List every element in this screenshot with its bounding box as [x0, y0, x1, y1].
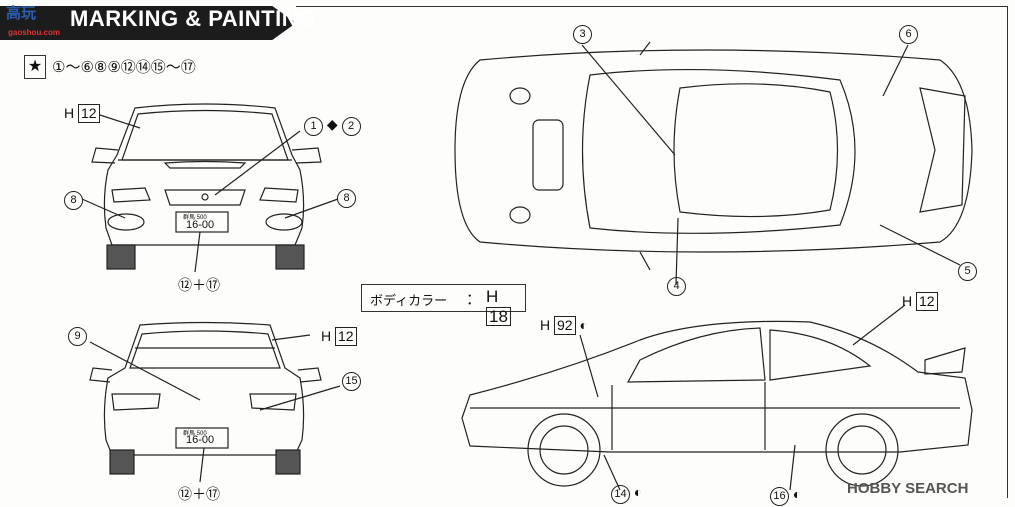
page-title: MARKING & PAINTING: [70, 6, 316, 31]
front-plate-top: 群馬 500: [183, 215, 207, 221]
body-color-colon: ：: [466, 290, 482, 308]
side-view: [461, 304, 973, 491]
rear-15-label: 15: [342, 371, 361, 391]
top-view: [454, 41, 973, 286]
star-box: ★: [24, 55, 46, 79]
front-view: [81, 103, 339, 273]
side-16-label: 16 ◐: [770, 486, 801, 506]
frame-top-line: [296, 6, 1008, 7]
body-color-box: ボディカラー ： H 18: [361, 284, 526, 326]
front-plate-number: 16-00: [186, 219, 215, 231]
rear-9-label: 9: [68, 326, 87, 346]
title-banner: [0, 6, 296, 40]
front-12-17-label: ⑫＋⑰: [178, 277, 220, 293]
logo-text: 高玩: [6, 5, 37, 22]
star-icon: ★: [27, 56, 43, 75]
top-5-label: 5: [958, 261, 977, 281]
watermark: HOBBY SEARCH: [847, 480, 969, 497]
rear-plate-number: 16-00: [186, 434, 215, 446]
parts-list: ①～⑥⑧⑨⑫⑭⑮～⑰: [52, 58, 196, 76]
rear-plate-top: 群馬 500: [183, 431, 207, 437]
side-14-label: 14 ◐: [611, 484, 642, 504]
front-8-left-label: 8: [64, 190, 83, 210]
top-3-label: 3: [573, 24, 592, 44]
rear-12-17-label: ⑫＋⑰: [178, 486, 220, 502]
top-6-label: 6: [899, 24, 918, 44]
front-1-2-label: 1 ◆ 2: [304, 116, 361, 136]
site-logo: 高玩 gaoshou.com: [4, 2, 64, 38]
front-8-right-label: 8: [337, 188, 356, 208]
front-h12-label: H 12: [64, 104, 100, 123]
body-color-code: H 18: [486, 287, 525, 327]
side-h92-label: H 92 ◐: [540, 316, 588, 335]
logo-url: gaoshou.com: [8, 28, 61, 37]
frame-right-line: [1007, 6, 1008, 498]
top-4-label: 4: [667, 276, 686, 296]
rear-h12-label: H 12: [321, 327, 357, 346]
body-color-label: ボディカラー: [370, 294, 448, 309]
side-h12-label: H 12: [902, 292, 938, 311]
rear-view: [89, 321, 341, 483]
